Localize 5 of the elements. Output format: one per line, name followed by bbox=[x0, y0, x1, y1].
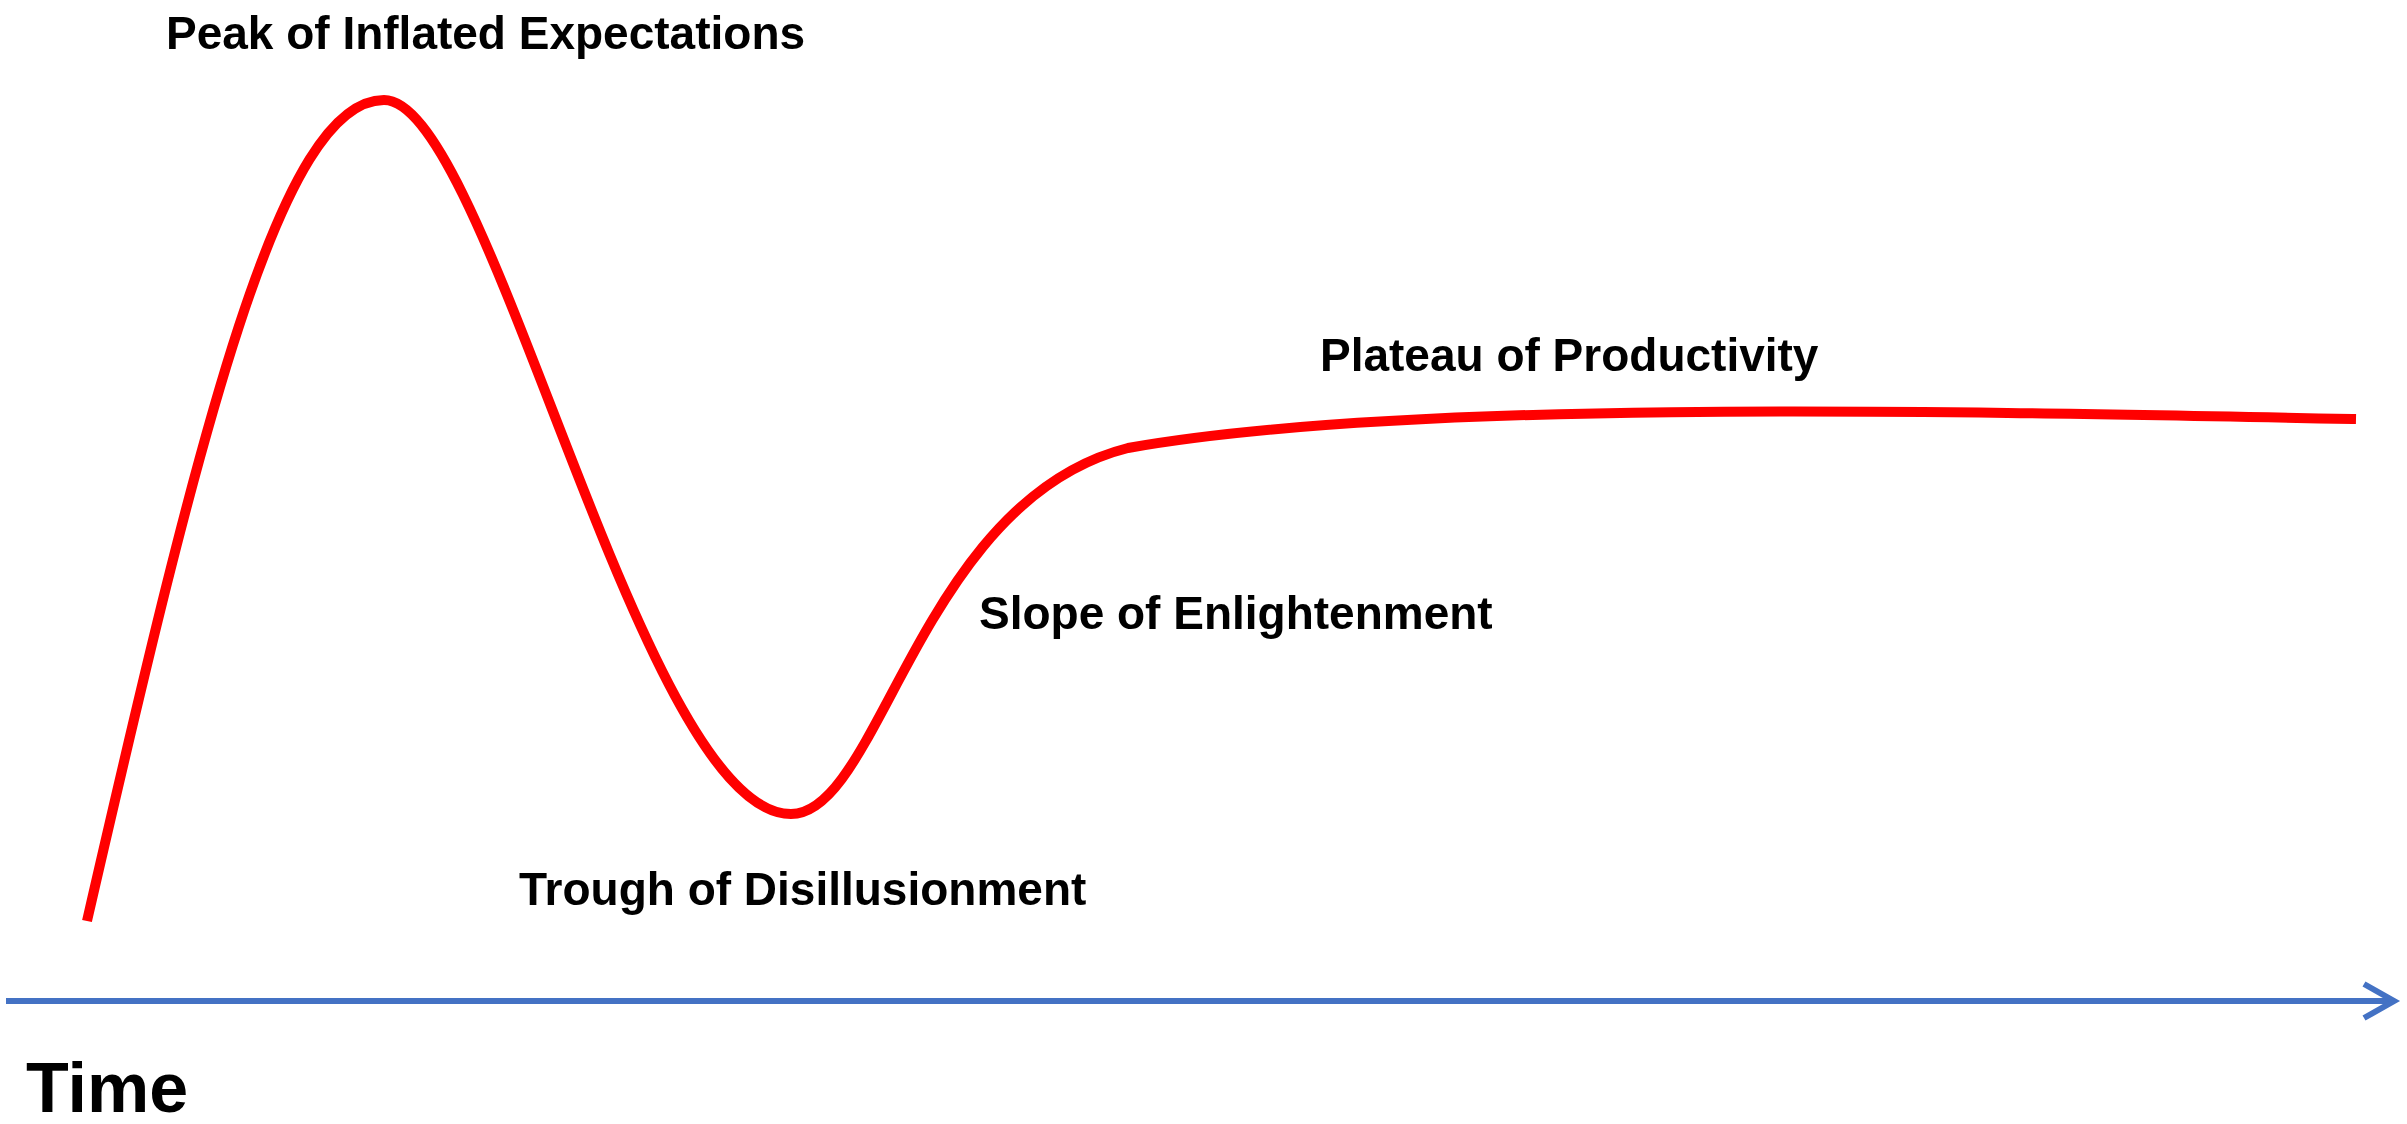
phase-label: Plateau of Productivity bbox=[1320, 330, 1819, 381]
phase-label: Slope of Enlightenment bbox=[979, 588, 1493, 639]
axis-label: Time bbox=[26, 1050, 189, 1124]
phase-label: Peak of Inflated Expectations bbox=[166, 8, 806, 59]
phase-label: Trough of Disillusionment bbox=[519, 864, 1087, 915]
